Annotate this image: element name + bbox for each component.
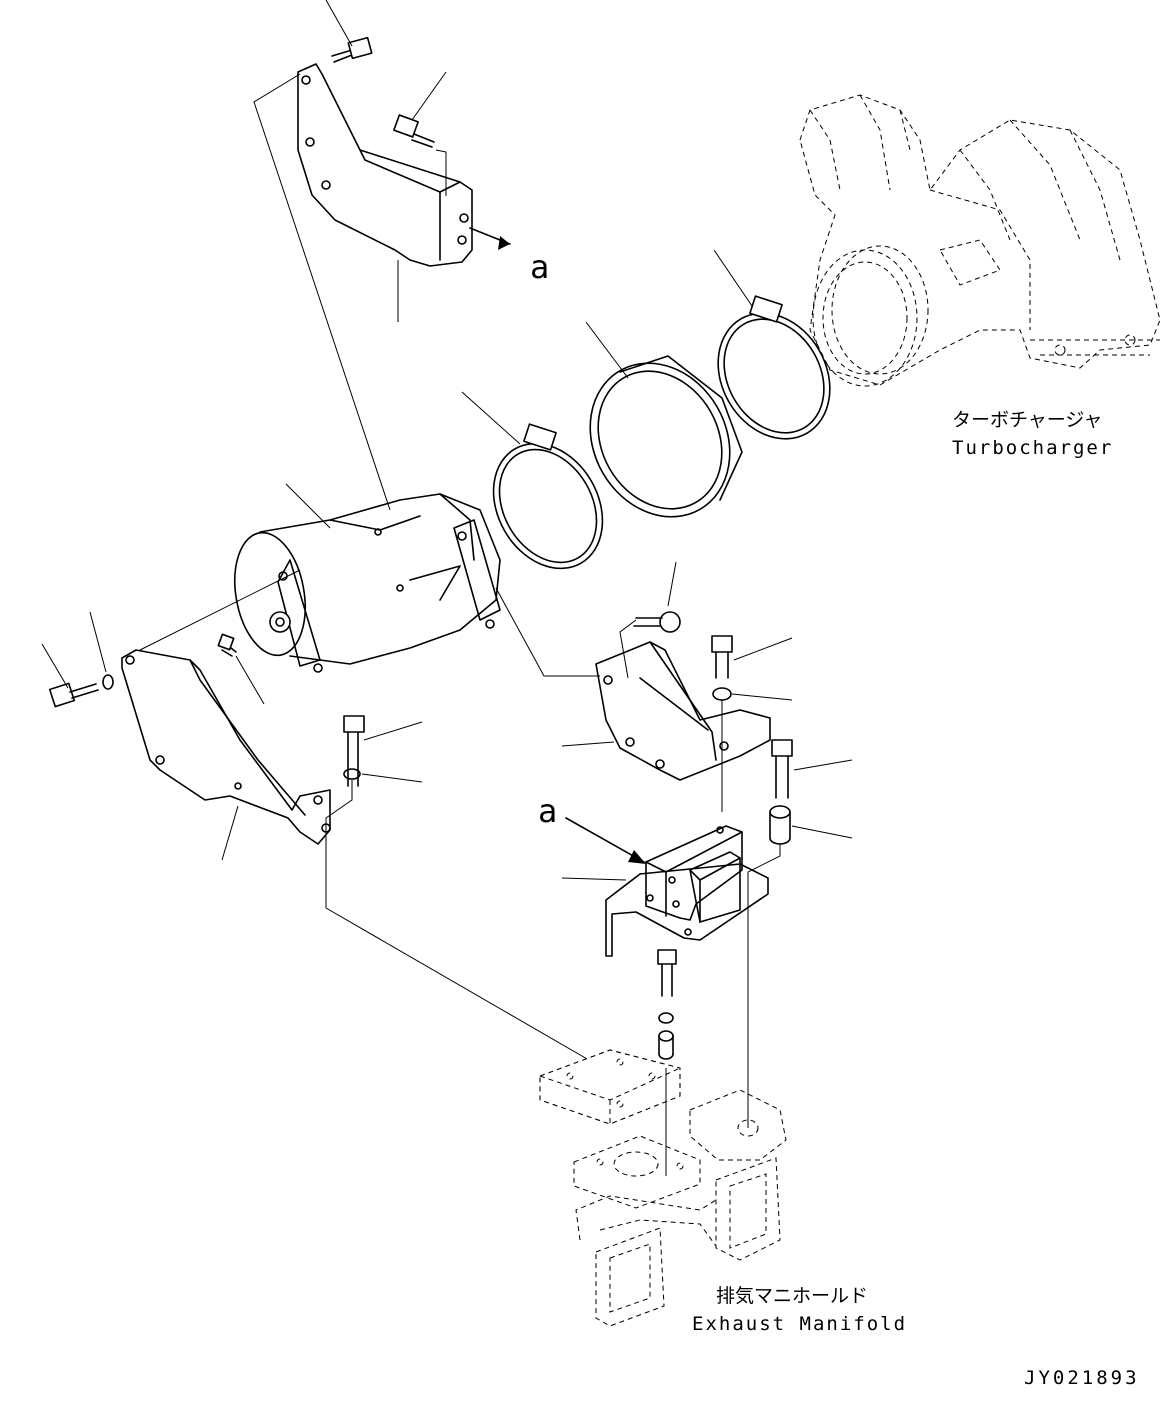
mounting-base: [561, 817, 769, 957]
drawing-number: JY021893: [1024, 1367, 1140, 1389]
left-support-bracket: [121, 569, 331, 861]
view-ref-a-top: a: [530, 248, 549, 286]
sleeve: [585, 321, 743, 518]
turbocharger-outline: [799, 94, 1161, 387]
bolt-icon: [657, 949, 677, 1060]
clamp-ring-lower: [461, 391, 604, 570]
washer-icon: [712, 687, 793, 812]
exhaust-manifold-outline: [539, 1049, 787, 1327]
exhaust-elbow: [234, 483, 501, 673]
manifold-label-jp: 排気マニホールド: [716, 1285, 868, 1307]
right-upper-bracket: [495, 587, 771, 781]
bolt-icon: [331, 36, 373, 63]
turbocharger-label-en: Turbocharger: [952, 437, 1113, 459]
washer-icon: [343, 768, 423, 783]
clamp-ring-upper: [713, 249, 831, 440]
bolt-icon: [393, 114, 435, 148]
bolt-icon: [633, 561, 681, 633]
manifold-label-en: Exhaust Manifold: [692, 1313, 907, 1335]
bolt-icon: [711, 635, 793, 679]
bolt-icon: [343, 715, 423, 787]
leader-lines: [253, 0, 447, 511]
upper-support-bracket: [297, 63, 511, 267]
spacer-icon: [747, 805, 853, 1128]
bolt-icon: [771, 739, 853, 799]
turbocharger-label-jp: ターボチャージャ: [952, 409, 1102, 431]
bolt-icon: [217, 633, 265, 705]
view-ref-a-mid: a: [538, 792, 557, 830]
bolt-icon: [41, 643, 99, 708]
washer-icon: [89, 611, 114, 690]
